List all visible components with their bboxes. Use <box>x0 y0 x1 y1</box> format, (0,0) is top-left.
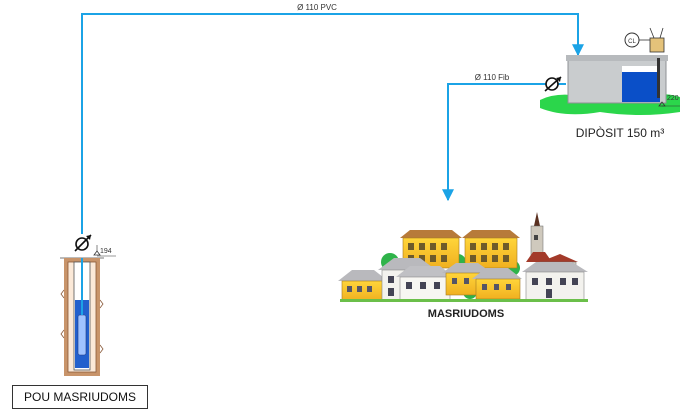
building <box>462 230 520 269</box>
tank-meter-icon <box>544 76 562 92</box>
house <box>522 262 588 301</box>
tank-elevation-marker <box>658 101 680 107</box>
well-meter-icon <box>74 234 92 252</box>
house <box>396 266 454 302</box>
tank-instrument-icon: CL <box>624 27 665 53</box>
well-label-box: POU MASRIUDOMS <box>12 385 148 409</box>
fib-pipe <box>442 83 566 202</box>
storage-tank <box>566 55 668 104</box>
tank-elevation-label: 220 <box>667 95 679 102</box>
fib-pipe-label: Ø 110 Fib <box>475 73 510 82</box>
pvc-pipe <box>81 13 584 234</box>
well-label: POU MASRIUDOMS <box>23 390 136 404</box>
pvc-pipe-label: Ø 110 PVC <box>297 3 337 12</box>
svg-text:CL: CL <box>628 39 636 45</box>
village-illustration <box>338 212 588 302</box>
house <box>338 270 388 302</box>
tank-label: DIPÒSIT 150 m³ <box>576 125 664 140</box>
village-label: MASRIUDOMS <box>428 308 504 320</box>
house <box>472 268 522 300</box>
well-elevation-marker <box>93 245 116 257</box>
well-elevation-label: 194 <box>100 248 112 255</box>
well-borehole <box>60 257 104 376</box>
